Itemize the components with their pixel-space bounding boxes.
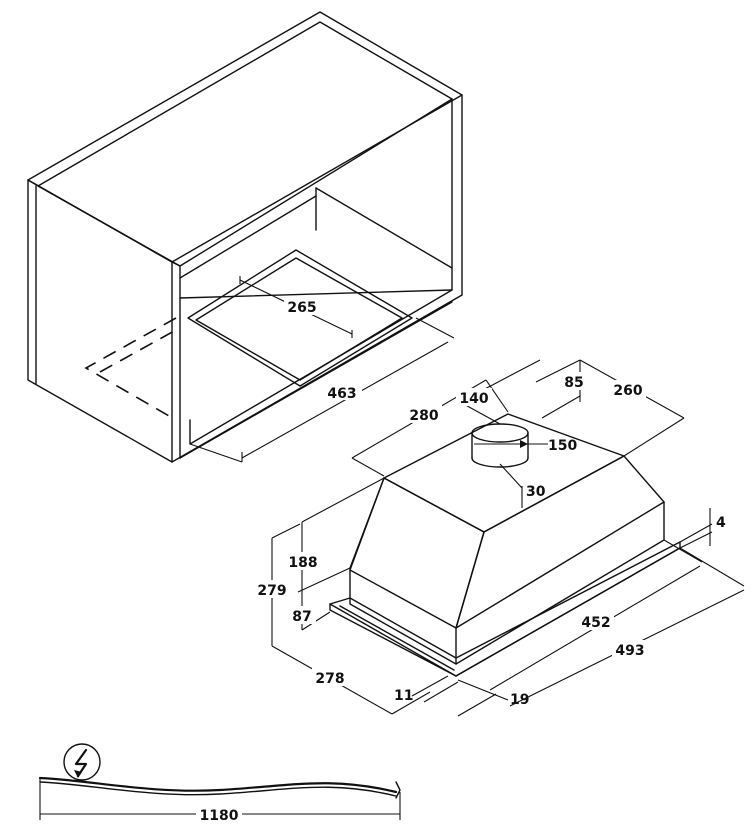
dimension-label-4: 4 [716, 515, 726, 531]
dimension-label-279: 279 [257, 583, 286, 599]
lightning-bolt-icon-bolt [74, 748, 88, 778]
dimension-452: 452 [489, 539, 703, 691]
dimension-label-278: 278 [315, 671, 344, 687]
dimension-11: 11 [394, 675, 459, 704]
dimension-label-493: 493 [615, 643, 644, 659]
dimension-label-260: 260 [613, 383, 642, 399]
dimension-label-30: 30 [526, 484, 546, 500]
dimension-188: 188 [286, 477, 385, 593]
dimension-30: 30 [499, 463, 546, 508]
dimension-label-87: 87 [292, 609, 311, 625]
dimension-150: 150 [474, 438, 577, 454]
dimension-label-19: 19 [510, 692, 529, 708]
dimension-85: 85 [535, 359, 588, 419]
dimension-label-85: 85 [564, 375, 583, 391]
dimension-label-452: 452 [581, 615, 610, 631]
power-cable: 1180 [38, 743, 401, 824]
dimension-label-280: 280 [409, 408, 438, 424]
dimension-label-188: 188 [288, 555, 317, 571]
dimension-4: 4 [679, 508, 726, 549]
dimension-label-1180: 1180 [200, 808, 239, 824]
dimension-label-140: 140 [459, 391, 488, 407]
dimension-label-11: 11 [394, 688, 413, 704]
dimension-19: 19 [457, 679, 529, 717]
dimension-260: 260 [579, 359, 685, 457]
dimension-463: 463 [189, 317, 455, 463]
range-hood [329, 413, 681, 677]
dimension-label-463: 463 [327, 386, 356, 402]
dimension-493: 493 [509, 547, 745, 707]
dimension-279: 279 [252, 523, 301, 646]
dimension-140: 140 [456, 359, 541, 425]
dimension-278: 278 [271, 645, 431, 715]
dimension-265: 265 [239, 276, 353, 338]
dimension-280: 280 [351, 379, 509, 477]
lightning-bolt-icon [63, 743, 101, 781]
wall-cabinet [27, 11, 463, 463]
dimension-label-265: 265 [287, 300, 316, 316]
dimension-87: 87 [288, 592, 331, 631]
dimension-label-150: 150 [548, 438, 577, 454]
